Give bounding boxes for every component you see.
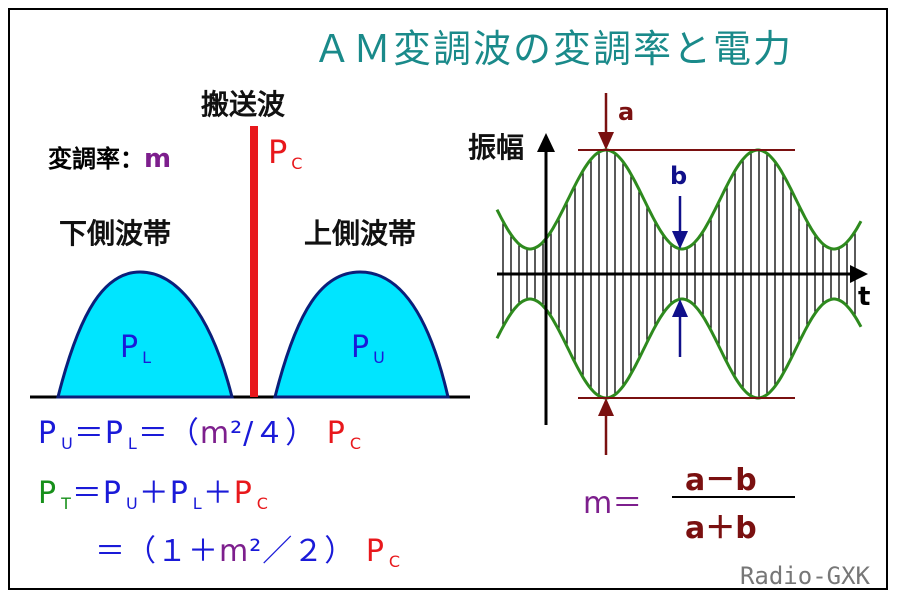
f3-m: m [219, 534, 250, 569]
upper-sideband-lobe [273, 270, 450, 399]
page-title: ＡＭ変調波の変調率と電力 [313, 27, 794, 71]
f1-pu: P [38, 416, 58, 451]
lower-sideband-lobe [56, 270, 234, 399]
modulation-rate-text: 変調率： [48, 145, 144, 173]
a-arrow-top-head [598, 132, 614, 150]
f2-plus2: ＋ [202, 476, 234, 511]
f3-pc-sub: C [388, 552, 402, 571]
f1-eq: ＝ [73, 416, 105, 451]
fraction-numerator: a－b [685, 455, 757, 499]
f2-pu-sub: U [125, 494, 139, 513]
carrier-power-symbol: P [268, 133, 288, 171]
f2-pc: P [233, 476, 253, 511]
time-axis-label: t [858, 282, 871, 312]
b-arrow-bottom-head [672, 299, 688, 317]
lower-envelope [495, 297, 863, 400]
f1-mid: ＝（ [137, 416, 200, 451]
lower-power-subscript: L [142, 348, 152, 367]
f1-pl: P [104, 416, 124, 451]
f2-pu: P [102, 476, 122, 511]
f2-pl-sub: L [192, 494, 203, 513]
b-label: b [670, 162, 688, 190]
f2-pc-sub: C [256, 494, 269, 513]
f1-m: m [199, 416, 231, 451]
a-label: a [618, 98, 635, 126]
lower-power-symbol: P [120, 330, 139, 365]
upper-power-symbol: P [351, 330, 370, 365]
credit-watermark: Radio-GXK [739, 562, 870, 590]
b-arrow-top-head [672, 231, 688, 249]
denominator-text: a＋b [685, 511, 757, 546]
f1-pc-sub: C [349, 434, 363, 453]
amplitude-axis-arrow [537, 133, 555, 152]
modulation-formula-lhs: m＝ [583, 486, 643, 521]
upper-power-subscript: U [373, 348, 385, 367]
carrier-oscillation-lines [502, 150, 856, 398]
f2-eq: ＝ [71, 476, 103, 511]
f2-pt: P [38, 476, 58, 511]
fraction-denominator: a＋b [685, 503, 757, 547]
f2-pt-sub: T [61, 494, 72, 513]
carrier-power-subscript: C [291, 154, 303, 173]
f1-pl-sub: L [127, 434, 138, 453]
f3-rest: ²／２） [249, 534, 356, 569]
f2-plus1: ＋ [138, 476, 170, 511]
time-axis-arrow [850, 265, 868, 283]
a-arrow-bottom-head [598, 398, 614, 416]
upper-sideband-label: 上側波帯 [304, 217, 417, 250]
modulation-rate-label: 変調率：m [48, 139, 171, 174]
f1-rest: ²/４） [230, 416, 317, 451]
carrier-label: 搬送波 [201, 88, 286, 121]
f3-start: ＝（１＋ [95, 534, 219, 569]
amplitude-axis-label: 振幅 [468, 131, 525, 164]
f1-pu-sub: U [61, 434, 74, 453]
numerator-text: a－b [685, 463, 757, 498]
f1-pc: P [326, 416, 346, 451]
f3-pc: P [365, 534, 385, 569]
lower-sideband-label: 下側波帯 [59, 217, 172, 250]
upper-envelope [495, 148, 863, 251]
f2-pl: P [169, 476, 189, 511]
modulation-rate-symbol: m [144, 144, 172, 174]
